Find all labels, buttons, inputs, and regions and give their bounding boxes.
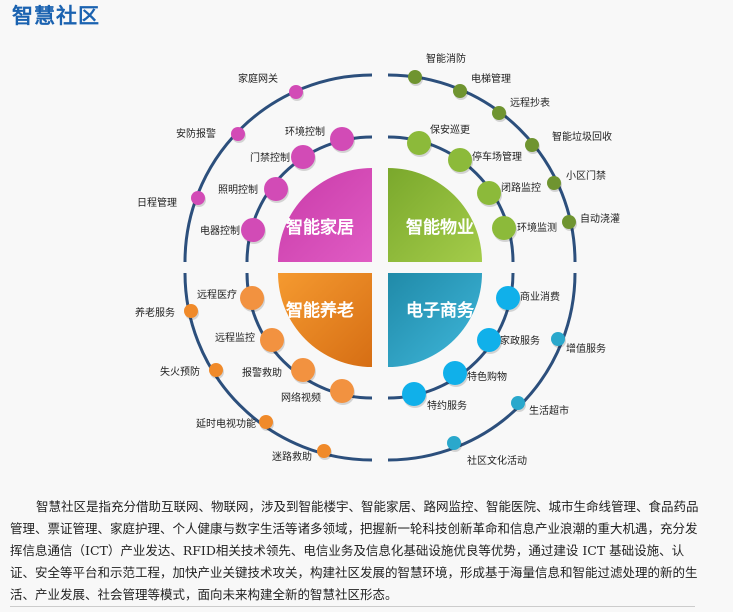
node-label: 商业消费 [520, 290, 560, 303]
node-label: 远程监控 [215, 331, 255, 344]
node-label: 特色购物 [467, 370, 507, 383]
node-dot-elder [317, 444, 331, 458]
sector-label-property: 智能物业 [406, 217, 474, 238]
node-label: 闭路监控 [501, 181, 541, 194]
node-label: 特约服务 [427, 399, 467, 412]
node-label: 远程抄表 [510, 96, 550, 109]
node-label: 电梯管理 [471, 72, 511, 85]
node-dot-commerce [443, 361, 467, 385]
node-label: 养老服务 [135, 306, 175, 319]
node-dot-commerce [477, 328, 501, 352]
node-label: 增值服务 [566, 342, 606, 355]
node-dot-property [562, 215, 576, 229]
node-dot-elder [260, 328, 284, 352]
node-dot-property [477, 181, 501, 205]
node-dot-commerce [402, 382, 426, 406]
node-dot-elder [330, 379, 354, 403]
description-paragraph: 智慧社区是指充分借助互联网、物联网，涉及到智能楼宇、智能家居、路网监控、智能医院… [10, 499, 699, 602]
node-dot-property [492, 106, 506, 120]
node-dot-property [547, 176, 561, 190]
node-label: 环境监测 [517, 221, 557, 234]
node-label: 照明控制 [218, 183, 258, 196]
sector-home [278, 168, 372, 262]
node-dot-home [264, 177, 288, 201]
node-label: 智能消防 [426, 52, 466, 65]
node-label: 生活超市 [529, 404, 569, 417]
node-dot-elder [209, 363, 223, 377]
node-label: 失火预防 [160, 365, 200, 378]
node-label: 家政服务 [500, 334, 540, 347]
node-dot-home [330, 127, 354, 151]
node-label: 保安巡更 [430, 123, 470, 136]
node-dot-home [289, 85, 303, 99]
node-dot-home [231, 127, 245, 141]
node-label: 门禁控制 [250, 151, 290, 164]
sector-label-home: 智能家居 [286, 217, 354, 238]
node-dot-commerce [447, 436, 461, 450]
node-label: 远程医疗 [197, 288, 237, 301]
node-dot-commerce [496, 286, 520, 310]
node-label: 小区门禁 [566, 169, 606, 182]
node-label: 网络视频 [281, 391, 321, 404]
node-label: 社区文化活动 [467, 454, 527, 467]
node-label: 延时电视功能 [196, 417, 256, 430]
node-dot-property [448, 148, 472, 172]
node-dot-commerce [511, 396, 525, 410]
node-dot-property [525, 138, 539, 152]
node-dot-home [291, 145, 315, 169]
sector-label-commerce: 电子商务 [406, 300, 475, 321]
node-label: 环境控制 [285, 125, 325, 138]
sector-property [388, 168, 482, 262]
node-label: 智能垃圾回收 [552, 130, 612, 143]
node-dot-commerce [551, 332, 565, 346]
node-dot-home [191, 191, 205, 205]
node-dot-elder [291, 358, 315, 382]
node-dot-elder [184, 304, 198, 318]
node-label: 家庭网关 [238, 72, 278, 85]
node-dot-elder [259, 415, 273, 429]
divider [10, 606, 695, 607]
node-dot-property [492, 216, 516, 240]
sector-elder [278, 273, 372, 367]
node-label: 安防报警 [176, 127, 216, 140]
node-label: 自动浇灌 [580, 212, 620, 225]
sector-commerce [388, 273, 482, 367]
page-title: 智慧社区 [12, 4, 100, 28]
node-label: 日程管理 [137, 196, 177, 209]
node-label: 电器控制 [200, 224, 240, 237]
node-label: 报警救助 [242, 366, 282, 379]
node-dot-elder [240, 286, 264, 310]
sector-label-elder: 智能养老 [286, 300, 354, 321]
node-label: 停车场管理 [472, 150, 522, 163]
node-dot-property [408, 70, 422, 84]
node-dot-home [241, 218, 265, 242]
node-dot-property [407, 131, 431, 155]
node-label: 迷路救助 [272, 450, 312, 463]
node-dot-property [453, 84, 467, 98]
